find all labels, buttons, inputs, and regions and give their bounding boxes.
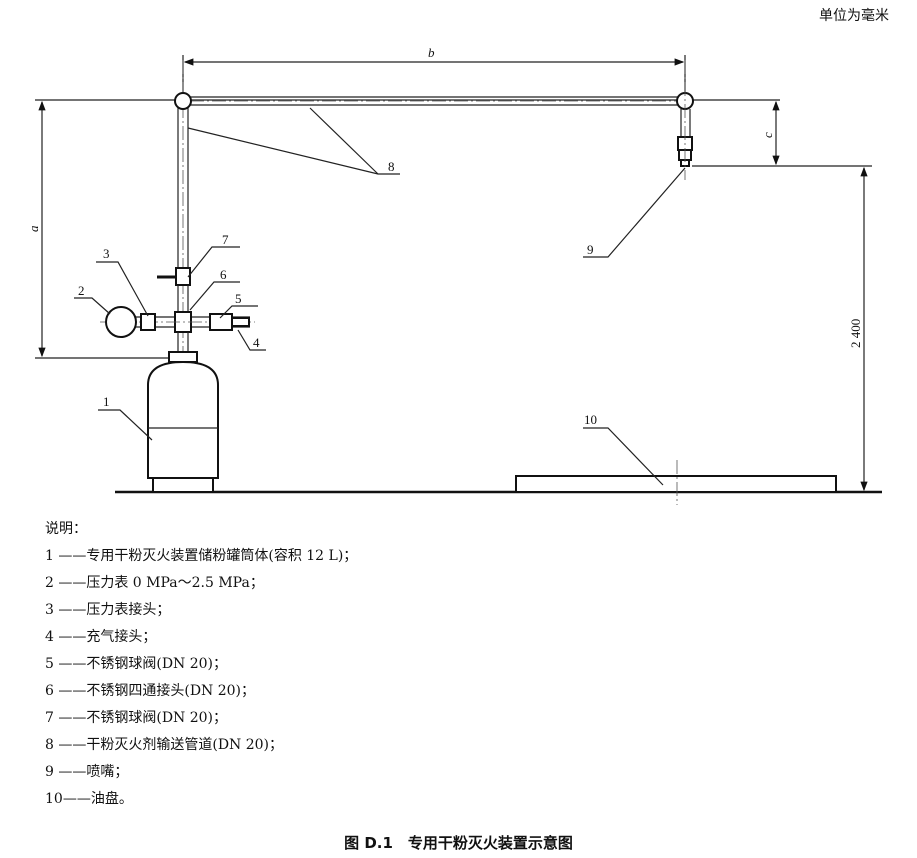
- charging-connector: [231, 317, 250, 327]
- dimension-a-label: a: [26, 225, 41, 232]
- legend-item: 10——油盘。: [45, 791, 133, 807]
- dimension-height-label: 2 400: [848, 319, 863, 348]
- callout-8: 8: [388, 159, 395, 174]
- dimension-c-label: c: [760, 132, 775, 138]
- legend-item: 6 ——不锈钢四通接头(DN 20)；: [45, 683, 256, 699]
- pressure-gauge: [105, 306, 137, 338]
- legend-title: 说明：: [45, 521, 87, 537]
- legend-item: 4 ——充气接头；: [45, 629, 157, 645]
- callout-1: 1: [103, 394, 110, 409]
- legend-item: 9 ——喷嘴；: [45, 764, 129, 780]
- callout-6: 6: [220, 267, 227, 282]
- delivery-pipe: [174, 60, 694, 480]
- legend-item: 2 ——压力表 0 MPa～2.5 MPa；: [45, 575, 264, 591]
- nozzle: [677, 60, 693, 180]
- apparatus-diagram: b a c 2 400: [26, 45, 882, 505]
- callout-2: 2: [78, 283, 85, 298]
- legend: 说明： 1 ——专用干粉灭火装置储粉罐筒体(容积 12 L)； 2 ——压力表 …: [45, 516, 357, 813]
- callout-7: 7: [222, 232, 229, 247]
- dimension-b-label: b: [428, 45, 435, 60]
- legend-item: 1 ——专用干粉灭火装置储粉罐筒体(容积 12 L)；: [45, 548, 358, 564]
- legend-item: 5 ——不锈钢球阀(DN 20)；: [45, 656, 228, 672]
- callout-3: 3: [103, 246, 110, 261]
- ball-valve-7: [157, 267, 191, 315]
- callout-9: 9: [587, 242, 594, 257]
- gauge-connector: [140, 313, 156, 331]
- legend-item: 3 ——压力表接头；: [45, 602, 171, 618]
- unit-note: 单位为毫米: [819, 8, 889, 24]
- figure-caption: 图 D.1 专用干粉灭火装置示意图: [344, 834, 573, 852]
- callout-4: 4: [253, 335, 260, 350]
- callout-5: 5: [235, 291, 242, 306]
- leader-lines: [74, 107, 686, 486]
- legend-item: 7 ——不锈钢球阀(DN 20)；: [45, 710, 228, 726]
- legend-item: 8 ——干粉灭火剂输送管道(DN 20)；: [45, 737, 284, 753]
- powder-tank: [147, 351, 219, 493]
- oil-pan: [515, 475, 837, 493]
- callout-10: 10: [584, 412, 597, 427]
